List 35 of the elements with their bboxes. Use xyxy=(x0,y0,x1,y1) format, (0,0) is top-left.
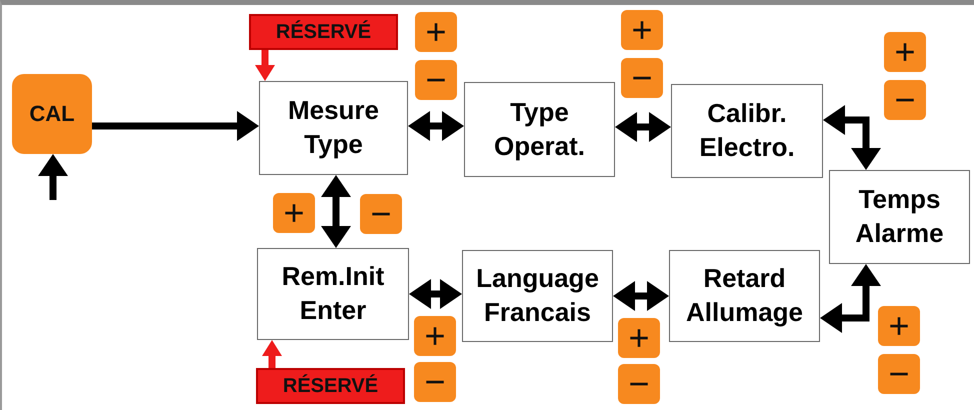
reserved-label: RÉSERVÉ xyxy=(256,368,405,404)
arrow xyxy=(92,111,259,141)
arrow xyxy=(262,340,282,368)
double-arrow xyxy=(820,264,881,333)
adjust-key: + xyxy=(618,318,660,358)
menu-box: Language Francais xyxy=(462,250,613,342)
double-arrow xyxy=(613,281,669,311)
adjust-key: − xyxy=(621,58,663,98)
cal-key: CAL xyxy=(12,74,92,154)
reserved-label: RÉSERVÉ xyxy=(249,14,398,50)
adjust-key: − xyxy=(360,194,402,234)
adjust-key: + xyxy=(621,10,663,50)
menu-box: Type Operat. xyxy=(464,82,615,177)
menu-box: Calibr. Electro. xyxy=(671,84,823,178)
menu-box: Retard Allumage xyxy=(669,250,820,342)
arrow xyxy=(38,154,68,200)
adjust-key: − xyxy=(884,80,926,120)
adjust-key: − xyxy=(414,362,456,402)
double-arrow xyxy=(409,279,462,309)
adjust-key: − xyxy=(618,364,660,404)
menu-box: Rem.Init Enter xyxy=(257,248,409,340)
double-arrow xyxy=(408,111,464,141)
adjust-key: − xyxy=(415,60,457,100)
adjust-key: + xyxy=(884,32,926,72)
arrow xyxy=(255,50,275,81)
double-arrow xyxy=(823,105,881,170)
double-arrow xyxy=(321,175,351,248)
adjust-key: + xyxy=(415,12,457,52)
adjust-key: − xyxy=(878,354,920,394)
adjust-key: + xyxy=(273,193,315,233)
adjust-key: + xyxy=(414,316,456,356)
menu-box: Temps Alarme xyxy=(829,170,970,264)
adjust-key: + xyxy=(878,306,920,346)
double-arrow xyxy=(615,112,671,142)
menu-box: Mesure Type xyxy=(259,81,408,175)
